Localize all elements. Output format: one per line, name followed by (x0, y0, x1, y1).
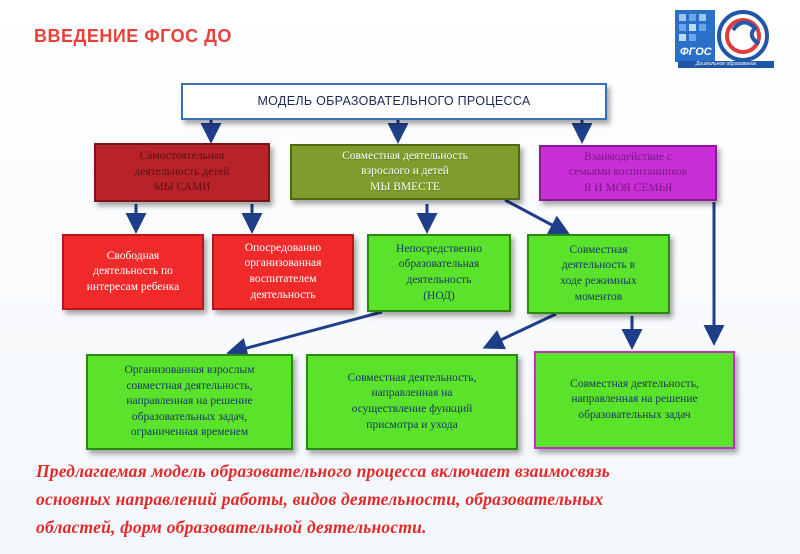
mediated-line3: воспитателем (249, 273, 317, 285)
direct-line4: (НОД) (423, 289, 455, 302)
independent-activity-box: Самостоятельная деятельность детей МЫ СА… (94, 143, 270, 202)
tasks-line3: образовательных задач (578, 408, 691, 421)
root-box: МОДЕЛЬ ОБРАЗОВАТЕЛЬНОГО ПРОЦЕССА (181, 83, 607, 120)
direct-educational-activity-box: Непосредственно образовательная деятельн… (367, 234, 511, 312)
organized-joint-activity-box: Организованная взрослым совместная деяте… (86, 354, 293, 450)
logo-name: ФГОС (680, 46, 712, 58)
organized-line1: Организованная взрослым (124, 364, 255, 377)
caption-line1: Предлагаемая модель образовательного про… (36, 461, 610, 481)
tasks-line2: направленная на решение (571, 393, 698, 406)
mediated-line2: организованная (244, 257, 322, 270)
slide-title: ВВЕДЕНИЕ ФГОС ДО (34, 26, 232, 46)
slide-caption: Предлагаемая модель образовательного про… (36, 457, 776, 541)
direct-line1: Непосредственно (396, 242, 482, 255)
independent-line3: МЫ САМИ (153, 181, 211, 194)
care-line1: Совместная деятельность, (347, 371, 477, 384)
routine-line3: ходе режимных (560, 275, 637, 287)
mediated-activity-box: Опосредованно организованная воспитателе… (212, 234, 354, 310)
routine-line1: Совместная (569, 243, 628, 256)
caption-line3: областей, форм образовательной деятельно… (36, 517, 427, 537)
arrow-routine-to-care (482, 312, 557, 350)
routine-activity-box: Совместная деятельность в ходе режимных … (527, 234, 670, 314)
care-joint-activity-box: Совместная деятельность, направленная на… (306, 354, 518, 450)
joint-line1: Совместная деятельность (342, 149, 468, 162)
care-line4: присмотра и ухода (366, 418, 458, 431)
free-line2: деятельность по (93, 265, 173, 278)
direct-line3: деятельность (406, 274, 472, 286)
routine-line2: деятельность в (561, 259, 636, 272)
logo-caption: Дошкольное образование (678, 61, 774, 68)
organized-line4: образовательных задач, (131, 410, 248, 423)
caption-line2: основных направлений работы, видов деяте… (36, 489, 604, 509)
fgos-logo-icon (675, 10, 769, 62)
joint-activity-box: Совместная деятельность взрослого и дете… (290, 144, 520, 200)
care-line2: направленная на (371, 387, 453, 400)
organized-line3: направленная на решение (126, 395, 253, 408)
independent-line2: деятельность детей (134, 165, 230, 178)
independent-line1: Самостоятельная (139, 150, 225, 163)
free-activity-box: Свободная деятельность по интересам ребе… (62, 234, 204, 310)
family-interaction-box: Взаимодействие с семьями воспитанников Я… (539, 145, 717, 201)
family-line1: Взаимодействие с (583, 150, 673, 163)
tasks-line1: Совместная деятельность, (570, 377, 699, 390)
free-line3: интересам ребенка (86, 280, 180, 293)
arrow-joint-to-routine (504, 198, 571, 235)
organized-line2: совместная деятельность, (126, 379, 253, 392)
mediated-line1: Опосредованно (244, 241, 322, 254)
care-line3: осуществление функций (351, 403, 473, 415)
mediated-line4: деятельность (250, 288, 316, 301)
free-line1: Свободная (106, 249, 160, 262)
arrow-direct-to-organized (226, 310, 383, 359)
organized-line5: ограниченная временем (130, 426, 249, 439)
joint-line3: МЫ ВМЕСТЕ (370, 180, 440, 193)
joint-line2: взрослого и детей (361, 165, 449, 178)
family-line3: Я И МОЯ СЕМЬЯ (583, 181, 673, 194)
direct-line2: образовательная (398, 258, 480, 271)
tasks-joint-activity-box: Совместная деятельность, направленная на… (534, 351, 735, 449)
family-line2: семьями воспитанников (568, 166, 688, 179)
routine-line4: моментов (574, 290, 623, 303)
